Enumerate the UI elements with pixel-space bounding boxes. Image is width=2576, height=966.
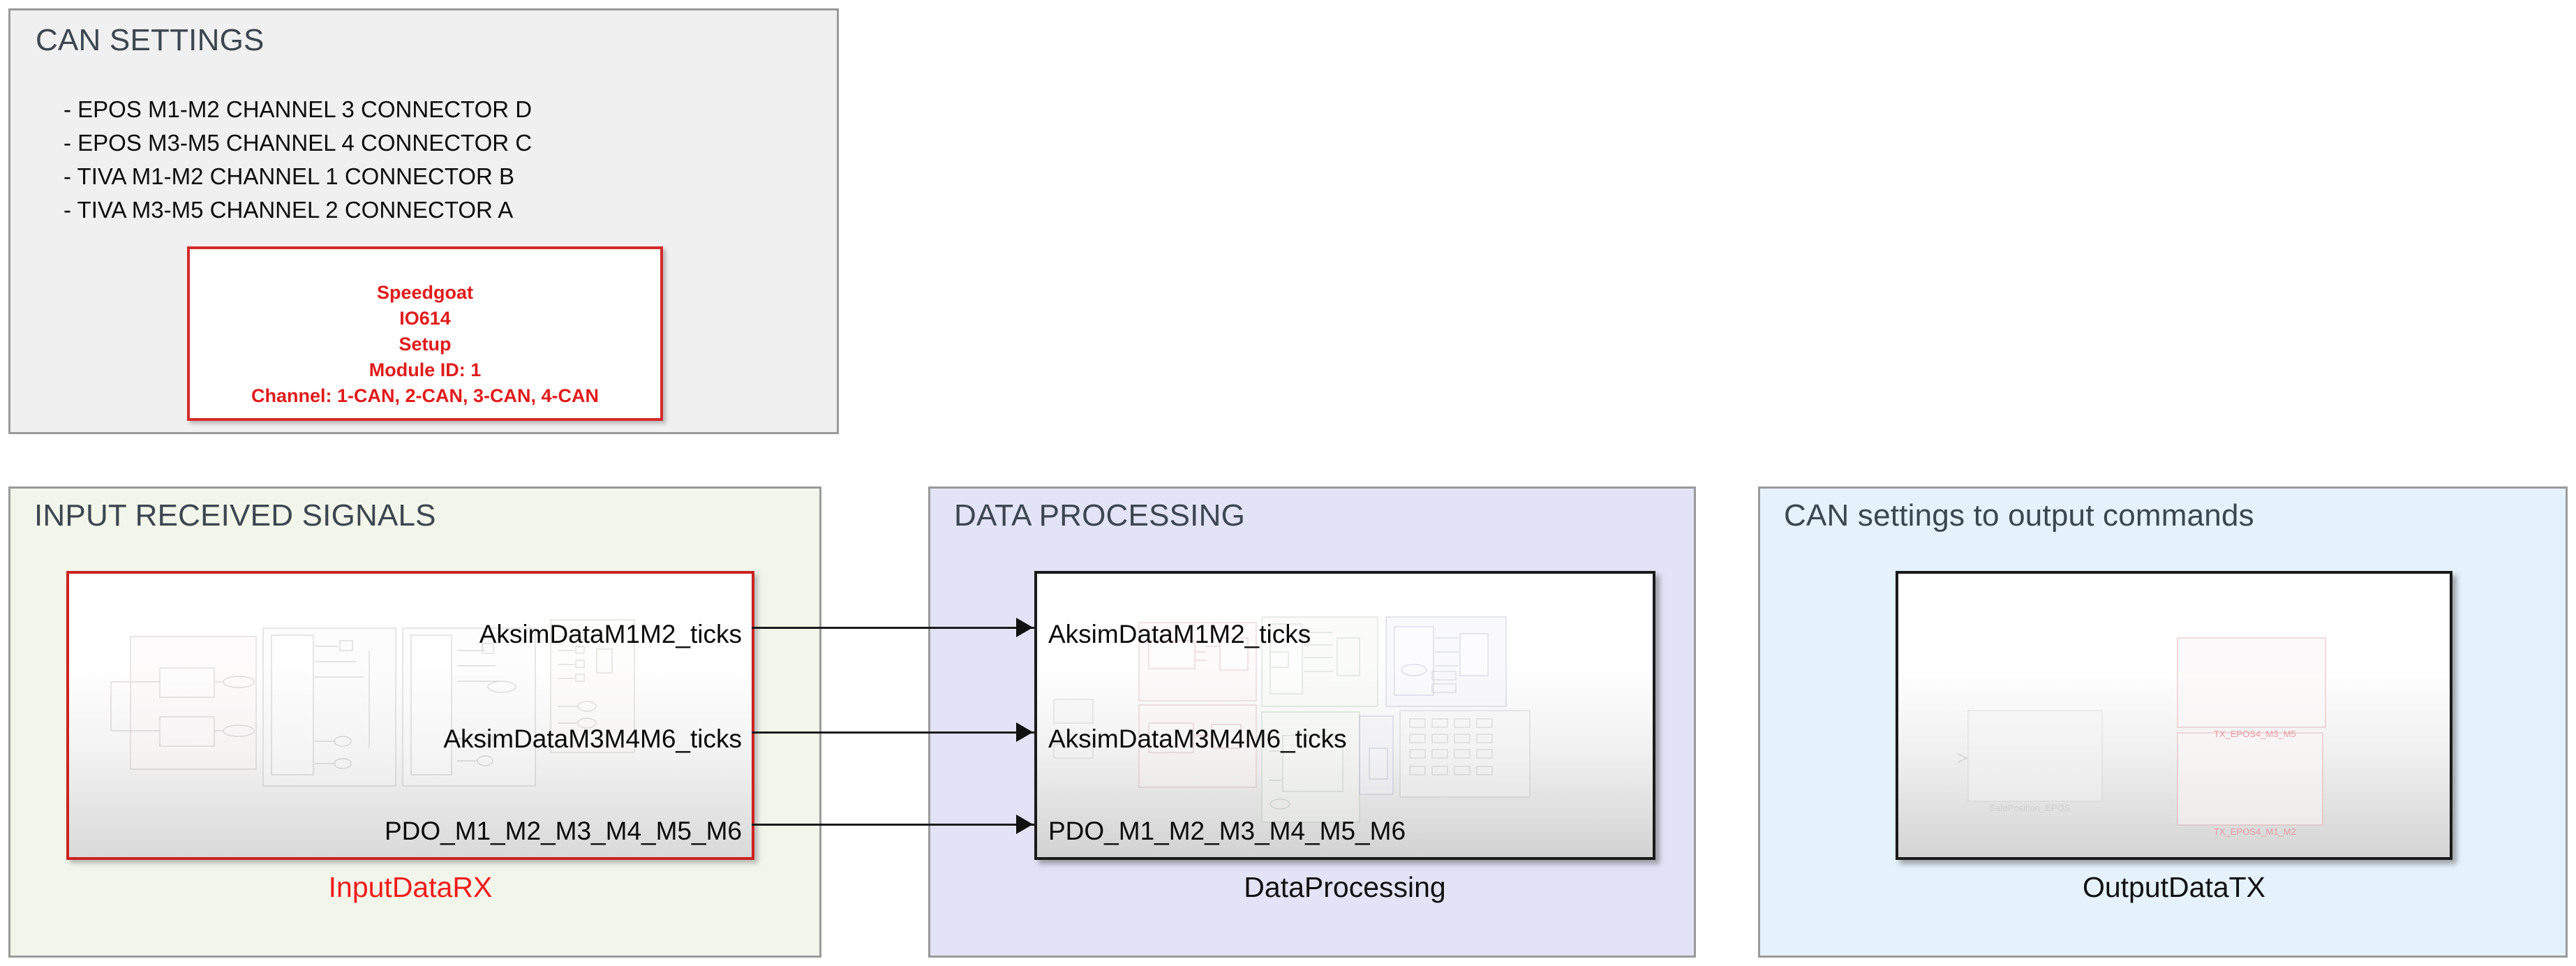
- can-settings-panel[interactable]: CAN SETTINGS - EPOS M1-M2 CHANNEL 3 CONN…: [8, 8, 839, 434]
- speedgoat-line: Speedgoat: [376, 282, 474, 303]
- processing-panel-title: DATA PROCESSING: [954, 498, 1246, 533]
- signal-wire-pdo-m1-m6: [752, 824, 1036, 826]
- arrow-pdo-m1-m6: [1016, 815, 1033, 834]
- inputdatarx-block[interactable]: AksimDataM1M2_ticks AksimDataM3M4M6_tick…: [66, 571, 754, 860]
- signal-wire-aksimdatam3m4m6-ticks: [752, 731, 1036, 734]
- outputdatatx-block[interactable]: TX_EPOS4_M3_M5 TX_EPOS4_M1_M2 SafePositi…: [1896, 571, 2452, 860]
- can-settings-list-item: - TIVA M3-M5 CHANNEL 2 CONNECTOR A: [64, 197, 514, 223]
- outputdatatx-inner-label-tx-epos4-m3-m5: TX_EPOS4_M3_M5: [2214, 729, 2296, 739]
- can-settings-list-item: - TIVA M1-M2 CHANNEL 1 CONNECTOR B: [64, 163, 515, 189]
- dataprocessing-port-aksimdatam1m2-ticks: AksimDataM1M2_ticks: [1048, 620, 1311, 648]
- outputdatatx-inner-label-safeposition-epos: SafePosition_EPOS: [1989, 803, 2071, 813]
- can-settings-list-item: - EPOS M3-M5 CHANNEL 4 CONNECTOR C: [64, 130, 533, 156]
- speedgoat-line: Channel: 1-CAN, 2-CAN, 3-CAN, 4-CAN: [251, 385, 600, 406]
- inputdatarx-port-aksimdatam3m4m6-ticks: AksimDataM3M4M6_ticks: [443, 724, 742, 753]
- speedgoat-io614-setup-block[interactable]: Speedgoat IO614 Setup Module ID: 1 Chann…: [187, 246, 663, 421]
- outputdatatx-inner-label-tx-epos4-m1-m2: TX_EPOS4_M1_M2: [2214, 826, 2296, 837]
- inputdatarx-thumbnail: [110, 619, 635, 787]
- dataprocessing-block[interactable]: AksimDataM1M2_ticks AksimDataM3M4M6_tick…: [1034, 571, 1655, 860]
- can-settings-title: CAN SETTINGS: [36, 23, 265, 57]
- arrow-aksimdatam3m4m6-ticks: [1016, 722, 1033, 742]
- inputdatarx-port-aksimdatam1m2-ticks: AksimDataM1M2_ticks: [479, 620, 742, 648]
- output-panel-title: CAN settings to output commands: [1784, 498, 2254, 533]
- speedgoat-line: IO614: [399, 308, 451, 329]
- dataprocessing-port-aksimdatam3m4m6-ticks: AksimDataM3M4M6_ticks: [1048, 724, 1347, 753]
- can-settings-list-item: - EPOS M1-M2 CHANNEL 3 CONNECTOR D: [64, 96, 533, 122]
- speedgoat-line: Setup: [399, 334, 452, 355]
- speedgoat-line: Module ID: 1: [368, 359, 482, 380]
- speedgoat-block-text: Speedgoat IO614 Setup Module ID: 1 Chann…: [190, 280, 660, 409]
- dataprocessing-thumbnail: [1053, 616, 1531, 823]
- can-settings-list: - EPOS M1-M2 CHANNEL 3 CONNECTOR D - EPO…: [64, 93, 532, 227]
- dataprocessing-port-pdo-m1-m6: PDO_M1_M2_M3_M4_M5_M6: [1048, 817, 1406, 845]
- inputdatarx-port-pdo-m1-m6: PDO_M1_M2_M3_M4_M5_M6: [384, 817, 742, 845]
- signal-wire-aksimdatam1m2-ticks: [752, 627, 1036, 629]
- inputdatarx-block-label: InputDataRX: [328, 871, 493, 903]
- outputdatatx-block-label: OutputDataTX: [2082, 871, 2266, 903]
- outputdatatx-thumbnail: [1958, 637, 2326, 826]
- arrow-aksimdatam1m2-ticks: [1016, 618, 1033, 637]
- input-panel-title: INPUT RECEIVED SIGNALS: [34, 498, 436, 533]
- dataprocessing-block-label: DataProcessing: [1244, 871, 1446, 903]
